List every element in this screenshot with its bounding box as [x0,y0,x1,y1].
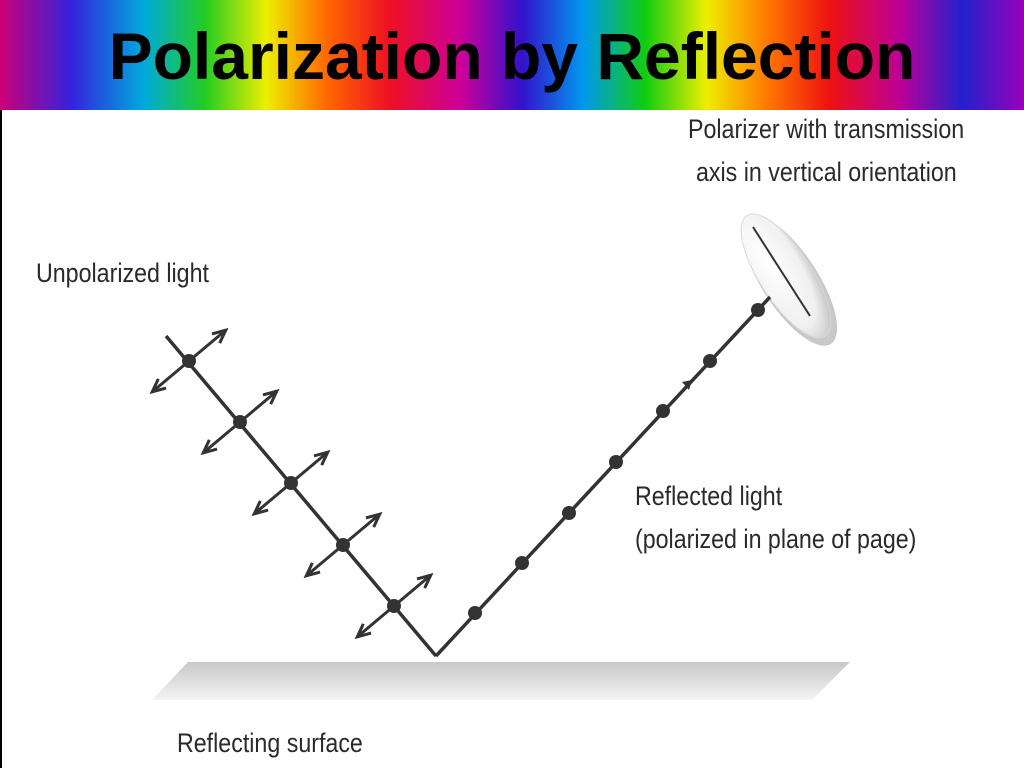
polarization-dot [703,354,717,368]
polarization-dot [284,476,298,490]
page-title: Polarization by Reflection [108,19,916,93]
unpolarized-arrow-mark [303,511,383,579]
reflected-light-label-line2: (polarized in plane of page) [635,524,917,554]
reflected-ray [434,295,772,658]
polarizer-label-line1: Polarizer with transmission [688,114,965,144]
reflecting-surface-label: Reflecting surface [177,728,363,758]
polarization-dot [562,506,576,520]
title-banner: Polarization by Reflection [0,0,1024,110]
polarization-dot [656,404,670,418]
polarization-dot [336,538,350,552]
polarization-dot [751,303,765,317]
reflecting-surface [152,662,850,700]
polarizer-label-line2: axis in vertical orientation [696,157,957,187]
polarization-dot [609,455,623,469]
unpolarized-arrow-mark [200,388,280,456]
unpolarized-marks [149,327,434,640]
polarization-dot [387,599,401,613]
slide-left-border [0,110,2,768]
polarization-dot [515,556,529,570]
unpolarized-arrow-mark [354,572,434,640]
polarizer-lens [740,213,838,346]
unpolarized-arrow-mark [149,327,229,395]
polarization-dot [468,606,482,620]
unpolarized-light-label: Unpolarized light [36,258,209,288]
polarization-dots [468,303,765,620]
reflected-light-label-line1: Reflected light [635,481,783,511]
polarization-dot [182,354,196,368]
reflected-ray-arrowhead [682,380,692,390]
polarization-dot [233,415,247,429]
transmission-axis-line [752,226,811,317]
incident-ray [149,327,438,658]
unpolarized-arrow-mark [251,449,331,517]
